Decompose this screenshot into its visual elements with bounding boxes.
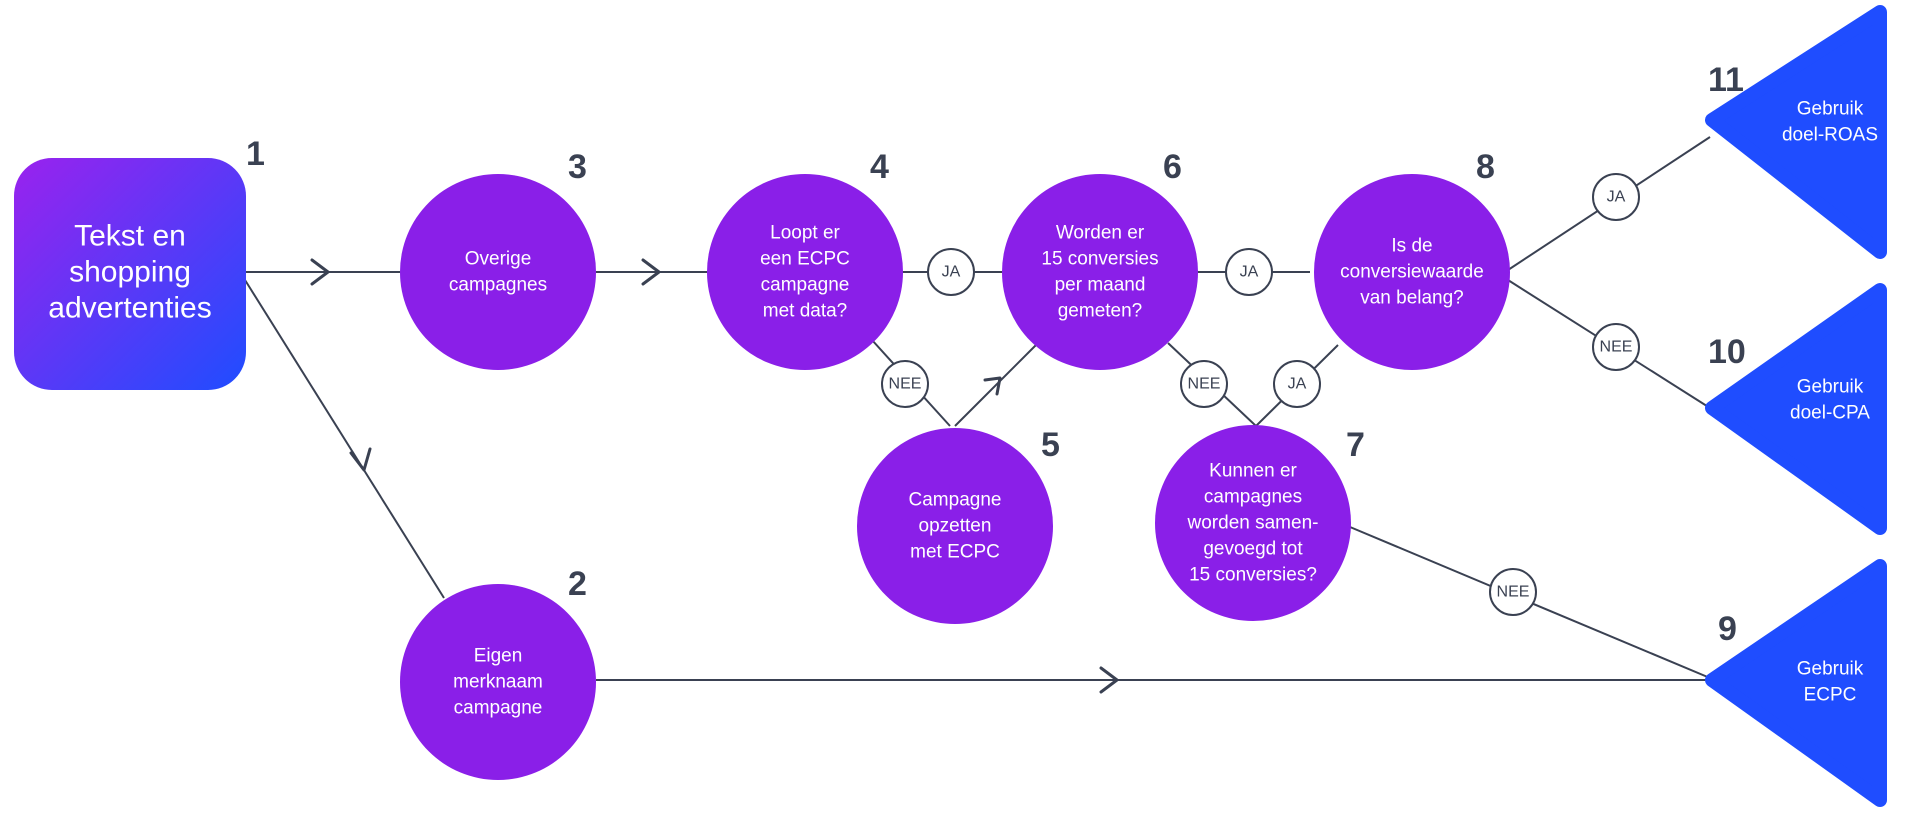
edge-label-4-5: NEE bbox=[881, 360, 929, 408]
svg-text:JA: JA bbox=[1240, 264, 1259, 281]
step-number-1: 1 bbox=[246, 135, 265, 173]
step-number-3: 3 bbox=[568, 148, 587, 186]
svg-text:JA: JA bbox=[1607, 189, 1626, 206]
step-number-10: 10 bbox=[1708, 333, 1746, 371]
edge-1-2 bbox=[244, 279, 445, 599]
svg-text:NEE: NEE bbox=[1600, 339, 1633, 356]
edge-label-8-10: NEE bbox=[1592, 323, 1640, 371]
step-number-6: 6 bbox=[1163, 148, 1182, 186]
arrow-5-6 bbox=[983, 376, 1002, 396]
step-number-11: 11 bbox=[1708, 61, 1744, 99]
step-number-4: 4 bbox=[870, 148, 889, 186]
svg-text:JA: JA bbox=[1288, 376, 1307, 393]
svg-text:JA: JA bbox=[942, 264, 961, 281]
edge-label-4-6: JA bbox=[927, 248, 975, 296]
edge-label-6-8: JA bbox=[1225, 248, 1273, 296]
step-number-9: 9 bbox=[1718, 610, 1737, 648]
edge-label-8-11: JA bbox=[1592, 173, 1640, 221]
edge-label-7-8: JA bbox=[1273, 360, 1321, 408]
arrow-3-4 bbox=[641, 258, 661, 286]
arrow-1-3 bbox=[310, 258, 330, 286]
step-number-5: 5 bbox=[1041, 426, 1060, 464]
svg-text:NEE: NEE bbox=[889, 376, 922, 393]
edge-label-6-7: NEE bbox=[1180, 360, 1228, 408]
svg-text:NEE: NEE bbox=[1497, 584, 1530, 601]
step-number-8: 8 bbox=[1476, 148, 1495, 186]
step-number-2: 2 bbox=[568, 565, 587, 603]
edge-5-6 bbox=[954, 344, 1037, 427]
arrow-2-9 bbox=[1099, 666, 1119, 694]
step-number-7: 7 bbox=[1346, 426, 1365, 464]
arrow-1-2 bbox=[349, 447, 372, 472]
edge-label-7-9: NEE bbox=[1489, 568, 1537, 616]
svg-text:NEE: NEE bbox=[1188, 376, 1221, 393]
